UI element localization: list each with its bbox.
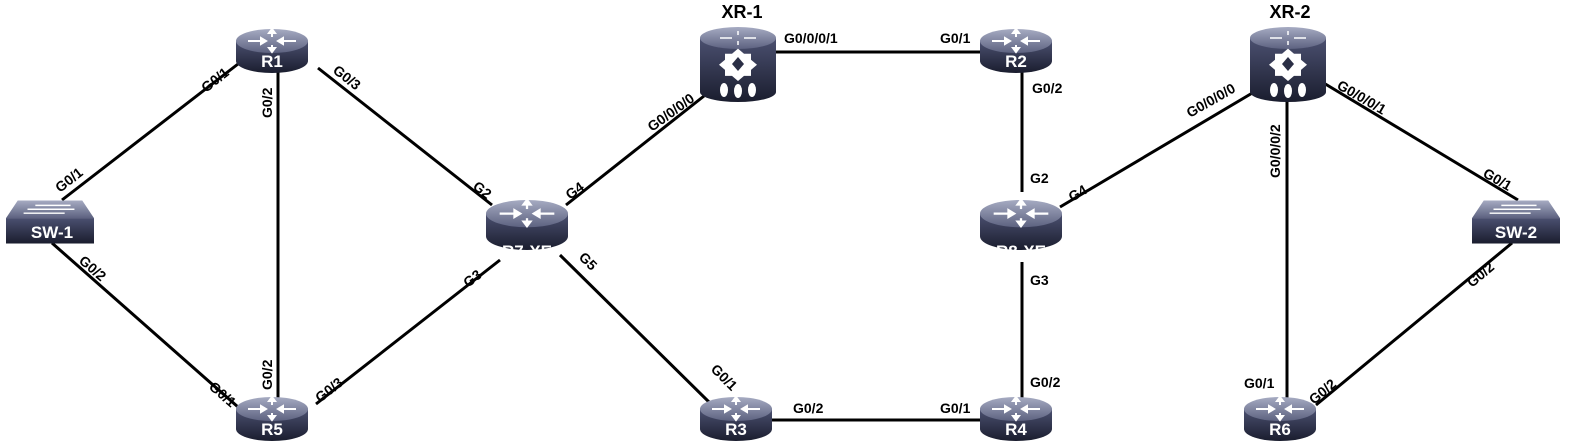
node-label: XR-1 [721, 2, 762, 22]
port-label: G0/0/0/1 [784, 30, 838, 46]
node-label: R7-XE [502, 242, 552, 261]
link-r5-r7 [315, 258, 501, 406]
port-label: G3 [1030, 272, 1049, 288]
node-r7-xe[interactable]: R7-XE [486, 198, 568, 261]
port-label: G0/2 [1032, 80, 1063, 96]
port-label: G0/0/0/0 [644, 90, 697, 135]
node-r4[interactable]: R4 [980, 396, 1052, 442]
link-sw1-r1 [61, 62, 239, 202]
port-label: G0/2 [793, 400, 824, 416]
port-label: G2 [1030, 170, 1049, 186]
link-sw2-r6 [1315, 241, 1513, 407]
link-r7-r3 [558, 253, 714, 407]
node-label: R3 [725, 420, 747, 439]
node-label: R4 [1005, 420, 1027, 439]
node-r8-xe[interactable]: R8-XE [980, 198, 1062, 261]
port-label: G0/1 [198, 64, 232, 95]
node-r6[interactable]: R6 [1244, 396, 1316, 442]
link-xr2-sw2 [1321, 80, 1519, 202]
xr-router-icon [700, 26, 776, 102]
port-label: G0/0/0/0 [1184, 80, 1239, 121]
node-label: SW-2 [1495, 223, 1537, 242]
port-label: G0/1 [52, 164, 86, 195]
link-r7-xr1 [565, 94, 705, 207]
port-label: G0/0/0/1 [1335, 77, 1390, 118]
port-label: G2 [470, 178, 495, 202]
port-label: G0/2 [1306, 375, 1340, 407]
port-label: G0/2 [1030, 374, 1061, 390]
node-label: R8-XE [996, 242, 1046, 261]
link-r8-xr2 [1059, 90, 1255, 209]
node-xr2[interactable]: XR-2 [1250, 2, 1326, 102]
port-label: G0/0/0/2 [1267, 124, 1283, 178]
port-label: G5 [576, 249, 601, 274]
port-label: G0/2 [1464, 258, 1498, 290]
links [51, 50, 1519, 422]
port-label: G0/2 [259, 359, 275, 390]
port-label: G0/2 [259, 87, 275, 118]
link-r1-r7 [317, 66, 493, 207]
node-r3[interactable]: R3 [700, 396, 772, 442]
link-sw1-r5 [51, 241, 239, 409]
port-label: G0/1 [708, 361, 741, 394]
node-label: SW-1 [31, 223, 73, 242]
node-sw2[interactable]: SW-2 [1472, 200, 1560, 244]
port-label: G0/3 [330, 62, 364, 93]
port-label: G0/1 [1244, 375, 1275, 391]
node-label: R2 [1005, 52, 1027, 71]
node-label: R6 [1269, 420, 1291, 439]
port-label: G0/1 [940, 400, 971, 416]
xr-router-icon [1250, 26, 1326, 102]
node-sw1[interactable]: SW-1 [6, 200, 94, 244]
node-r2[interactable]: R2 [980, 28, 1052, 74]
node-xr1[interactable]: XR-1 [700, 2, 776, 102]
node-label: R5 [261, 420, 283, 439]
node-r1[interactable]: R1 [236, 28, 308, 74]
node-r5[interactable]: R5 [236, 396, 308, 442]
port-label: G0/1 [940, 30, 971, 46]
node-label: XR-2 [1269, 2, 1310, 22]
port-label: G0/3 [312, 374, 346, 405]
port-label: G4 [562, 178, 587, 202]
node-label: R1 [261, 52, 283, 71]
